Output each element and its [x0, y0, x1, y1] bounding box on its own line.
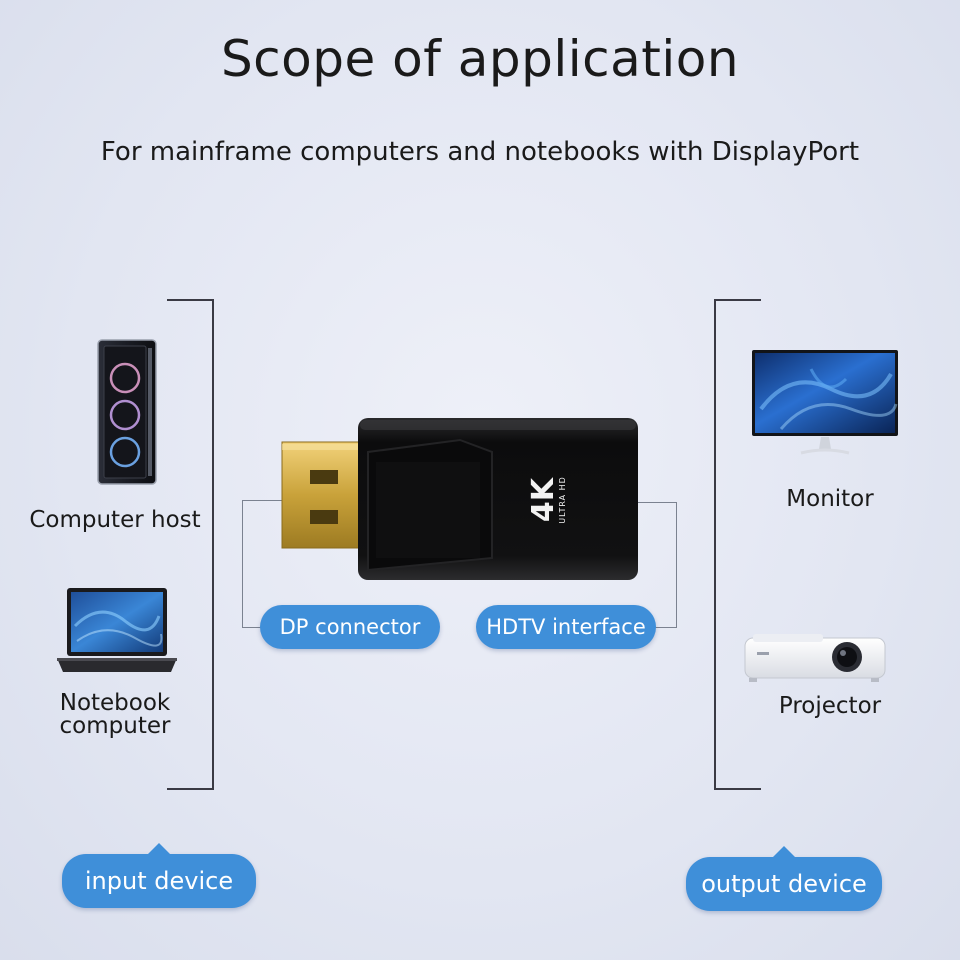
output-bracket [714, 299, 761, 790]
badge-4k-text: 4K [526, 477, 561, 523]
monitor-image [751, 349, 899, 459]
monitor-label: Monitor [786, 486, 874, 512]
dp-connector-pill: DP connector [260, 605, 440, 649]
input-device-pill: input device [62, 843, 256, 908]
notebook-label-line1: Notebook [59, 690, 171, 716]
input-bracket [167, 299, 214, 790]
output-device-text: output device [701, 870, 867, 898]
ultra-hd-badge: 4K ULTRA HD [526, 455, 570, 545]
projector-image [743, 630, 889, 684]
page-subtitle: For mainframe computers and notebooks wi… [100, 137, 860, 167]
page-title: Scope of application [220, 30, 740, 88]
computer-host-label: Computer host [29, 507, 201, 533]
hdtv-interface-line [636, 502, 677, 628]
displayport-adapter-image [280, 418, 640, 582]
notebook-label-line2: computer [59, 713, 171, 739]
output-device-pill: output device [686, 846, 882, 911]
input-device-text: input device [84, 867, 234, 895]
projector-label: Projector [778, 693, 882, 719]
badge-ultrahd-text: ULTRA HD [558, 476, 567, 524]
computer-tower-image [96, 338, 158, 486]
notebook-image [55, 586, 179, 678]
hdtv-interface-pill: HDTV interface [476, 605, 656, 649]
